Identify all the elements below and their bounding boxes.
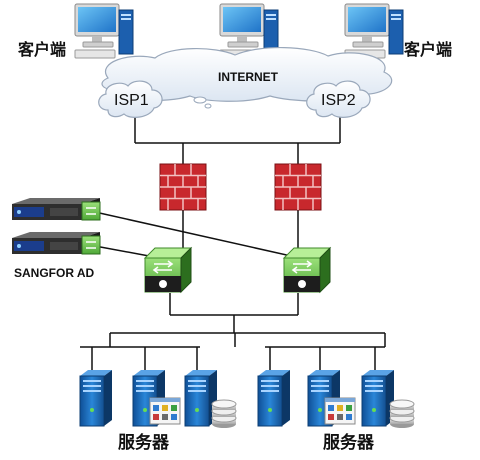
appliance-switch-badge-bottom-icon (81, 235, 101, 255)
server-right-3-icon (361, 369, 395, 427)
internet-label: INTERNET (218, 70, 278, 84)
app-window-right-icon (324, 397, 356, 425)
client-right-computer-icon (344, 3, 404, 59)
firewall-right-icon (274, 163, 322, 211)
firewall-left-icon (159, 163, 207, 211)
app-window-left-icon (149, 397, 181, 425)
server-left-1-icon (79, 369, 113, 427)
servers-right-label: 服务器 (323, 433, 374, 452)
sangfor-ad-label: SANGFOR AD (14, 266, 95, 280)
disk-stack-left-icon (211, 399, 237, 429)
client-right-label: 客户端 (404, 42, 453, 59)
isp2-label: ISP2 (321, 92, 356, 109)
appliance-switch-badge-top-icon (81, 201, 101, 221)
isp2-cloud-icon (306, 80, 371, 118)
connection-lines (80, 116, 386, 372)
switch-right-icon (283, 247, 331, 293)
server-right-1-icon (257, 369, 291, 427)
client-left-computer-icon (74, 3, 134, 59)
isp1-label: ISP1 (114, 92, 149, 109)
isp1-cloud-icon (98, 80, 163, 118)
disk-stack-right-icon (389, 399, 415, 429)
servers-left-label: 服务器 (118, 433, 169, 452)
client-left-label: 客户端 (18, 42, 67, 59)
switch-left-icon (144, 247, 192, 293)
